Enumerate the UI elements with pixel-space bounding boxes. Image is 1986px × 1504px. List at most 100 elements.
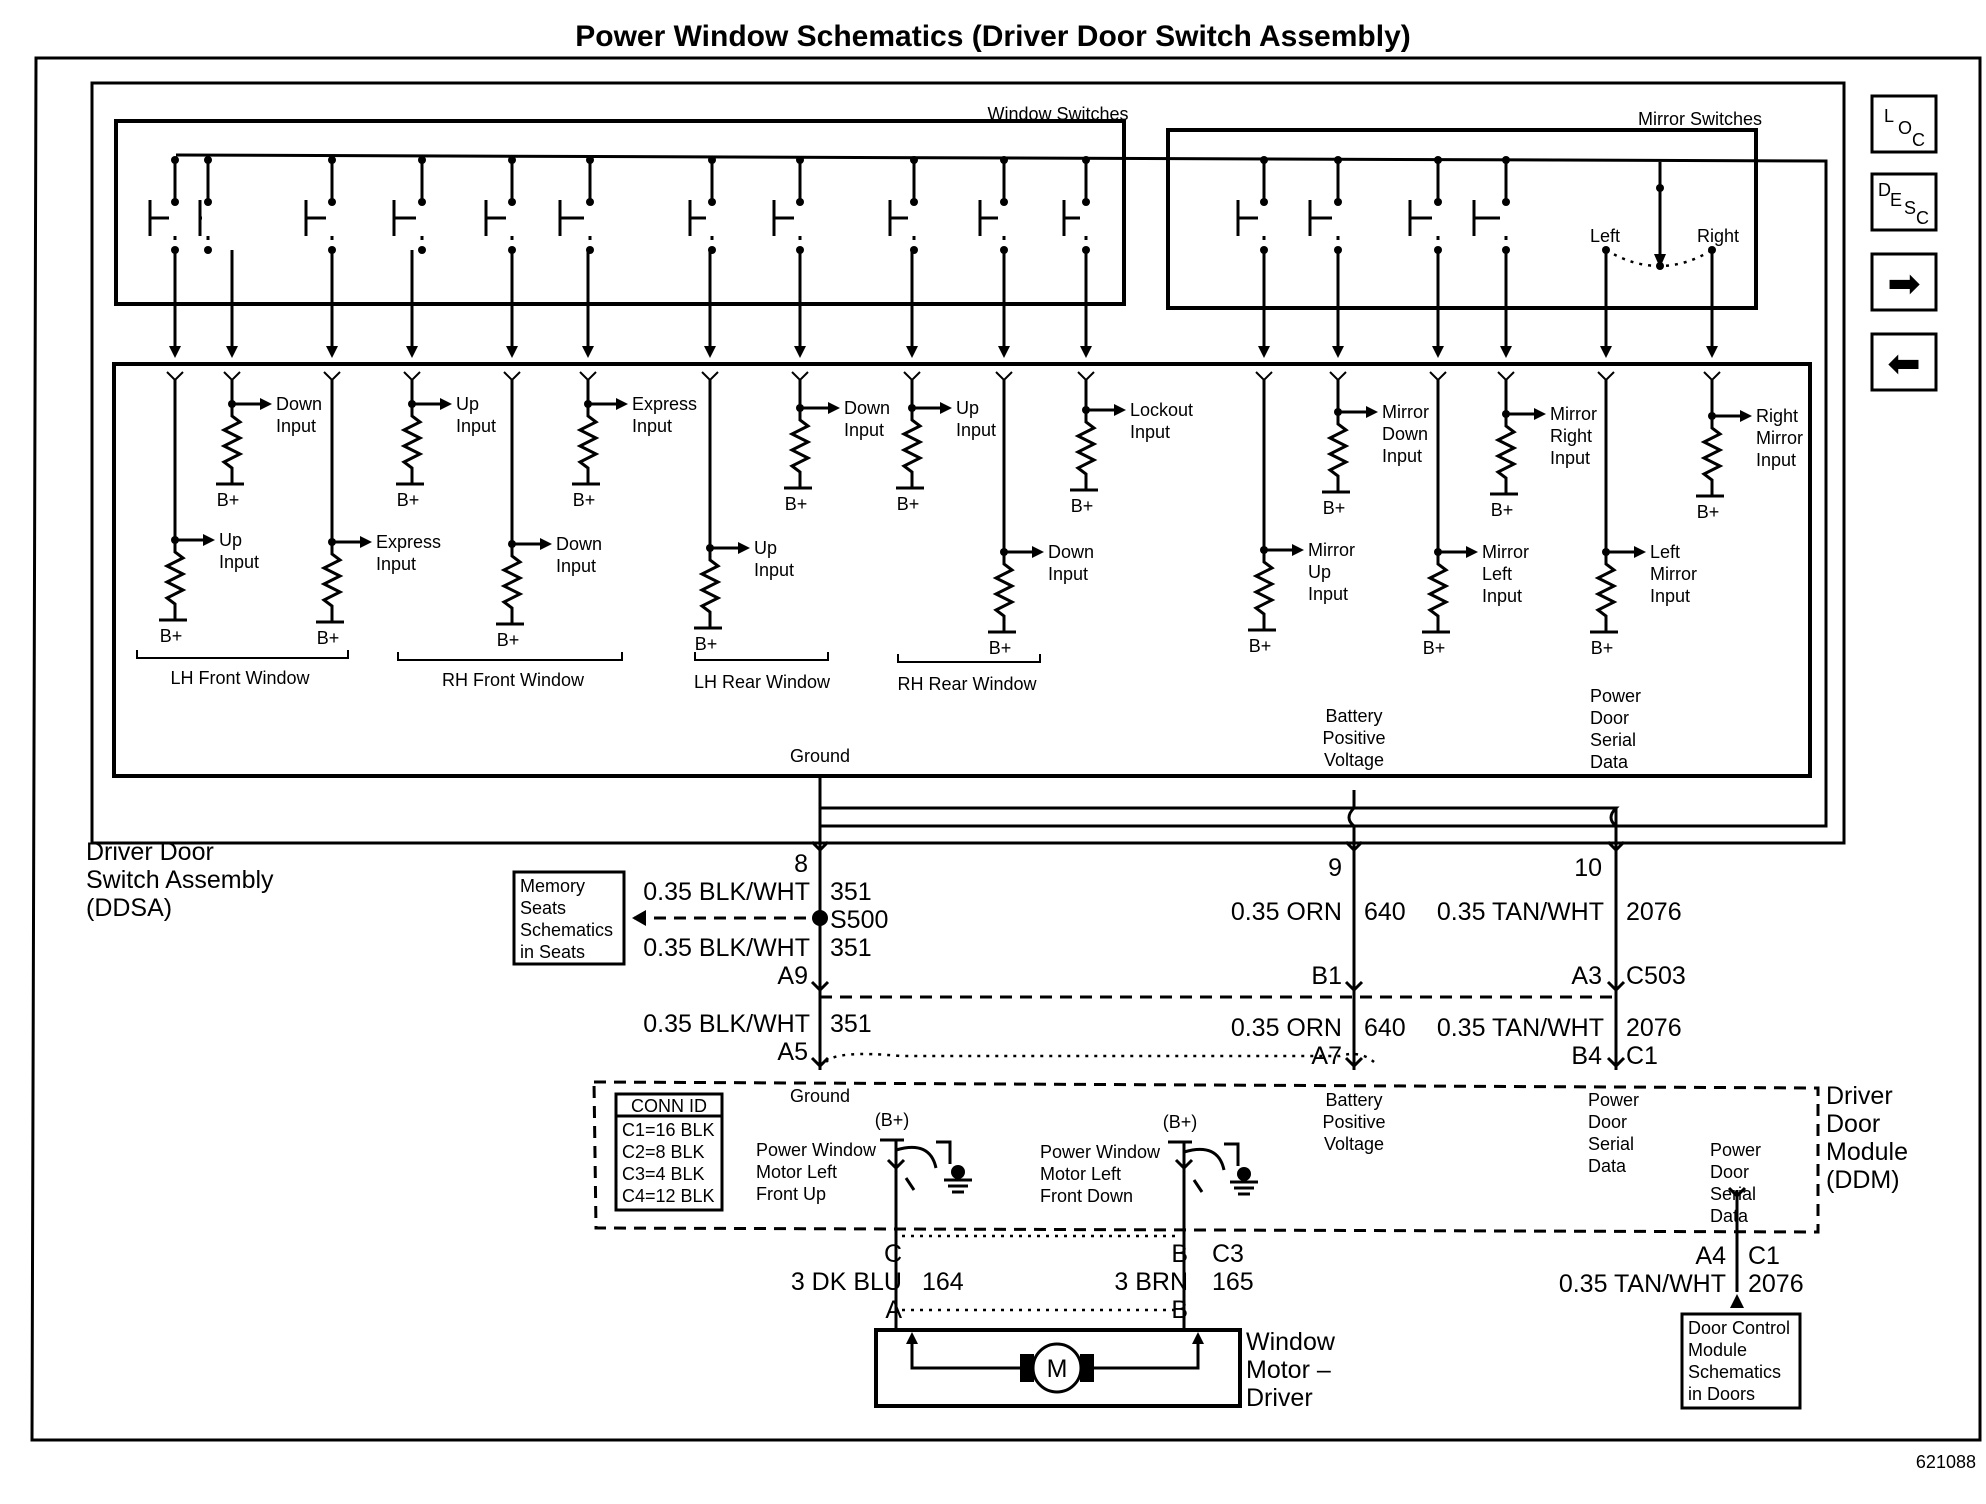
orn-circuit-2: 640 xyxy=(1364,1014,1406,1042)
input-label-9: Up xyxy=(956,398,979,418)
switch-contact-8 xyxy=(772,200,794,236)
svg-text:Voltage: Voltage xyxy=(1324,1134,1384,1154)
window-switches-box xyxy=(114,119,1126,306)
connector-c1: C1 xyxy=(1626,1042,1658,1070)
b-plus-label: B+ xyxy=(1591,638,1614,658)
pin-c: C xyxy=(884,1240,902,1268)
input-label-13: Down xyxy=(1382,424,1428,444)
b-plus-label: B+ xyxy=(1323,498,1346,518)
orn-wire-label-1: 0.35 ORN xyxy=(1231,898,1342,926)
connector-terminal-2 xyxy=(1344,840,1364,853)
svg-text:C2=8 BLK: C2=8 BLK xyxy=(622,1142,705,1162)
b-plus-label: B+ xyxy=(497,630,520,650)
group-rh-rear: RH Rear Window xyxy=(897,674,1037,694)
tan-circuit-2: 2076 xyxy=(1626,1014,1682,1042)
svg-text:S: S xyxy=(1904,198,1916,218)
pin-a4: A4 xyxy=(1695,1242,1726,1270)
input-label-1: Input xyxy=(219,552,259,572)
motor-icon xyxy=(1031,1342,1083,1394)
input-label-6: Input xyxy=(632,416,672,436)
b-plus-label: B+ xyxy=(573,490,596,510)
conn-id-table: CONN ID C1=16 BLK C2=8 BLK C3=4 BLK C4=1… xyxy=(614,1092,724,1212)
connector-terminal-7 xyxy=(810,1056,830,1069)
pin-8: 8 xyxy=(794,850,808,878)
door-control-reference[interactable]: Door Control Module Schematics in Doors xyxy=(1680,1312,1802,1410)
figure-id: 621088 xyxy=(1916,1452,1976,1472)
pull-up-resistors: B+B+B+B+B+B+B+B+B+B+B+B+B+B+B+B+B+ xyxy=(159,380,1752,658)
ddm-ground-label: Ground xyxy=(790,1086,850,1106)
switch-contact-6 xyxy=(558,200,584,236)
ddsa-battery-label: Battery Positive Voltage xyxy=(1322,706,1385,770)
pin-a9: A9 xyxy=(777,962,808,990)
svg-text:Door: Door xyxy=(1710,1162,1749,1182)
svg-text:Door: Door xyxy=(1826,1110,1880,1138)
svg-text:Battery: Battery xyxy=(1325,1090,1382,1110)
input-label-14: Mirror xyxy=(1482,542,1529,562)
svg-text:in Doors: in Doors xyxy=(1688,1384,1755,1404)
input-label-13: Input xyxy=(1382,446,1422,466)
pull-up-resistor-5: B+ xyxy=(496,380,552,650)
tan-circuit-3: 2076 xyxy=(1748,1270,1804,1298)
prev-button[interactable]: ⬅ xyxy=(1870,332,1938,392)
svg-text:Serial: Serial xyxy=(1588,1134,1634,1154)
ground-circuit-1: 351 xyxy=(830,878,872,906)
next-button[interactable]: ➡ xyxy=(1870,252,1938,312)
svg-text:Module: Module xyxy=(1688,1340,1747,1360)
input-label-5: Down xyxy=(556,534,602,554)
connector-c503: C503 xyxy=(1626,962,1686,990)
pull-up-resistor-1: B+ xyxy=(159,380,215,646)
b-plus-label: B+ xyxy=(695,634,718,654)
pull-up-resistor-14: B+ xyxy=(1422,380,1478,658)
svg-text:C: C xyxy=(1916,208,1929,228)
input-label-14: Left xyxy=(1482,564,1512,584)
tan-wire-label-3: 0.35 TAN/WHT xyxy=(1559,1270,1726,1298)
input-label-9: Input xyxy=(956,420,996,440)
switch-contact-2 xyxy=(198,200,202,236)
input-label-7: Input xyxy=(754,560,794,580)
svg-text:(DDM): (DDM) xyxy=(1826,1166,1900,1194)
desc-button[interactable]: D E S C xyxy=(1870,172,1938,232)
svg-text:Data: Data xyxy=(1590,752,1629,772)
blu-circuit: 164 xyxy=(922,1268,964,1296)
svg-text:Battery: Battery xyxy=(1325,706,1382,726)
pull-up-resistor-17: B+ xyxy=(1696,380,1752,522)
svg-text:Voltage: Voltage xyxy=(1324,750,1384,770)
svg-text:Positive: Positive xyxy=(1322,728,1385,748)
input-label-12: Mirror xyxy=(1308,540,1355,560)
pin-b1: B1 xyxy=(1311,962,1342,990)
ground-circuit-3: 351 xyxy=(830,1010,872,1038)
svg-text:Door: Door xyxy=(1590,708,1629,728)
connector-terminal-12 xyxy=(1727,1186,1747,1199)
pin-a3: A3 xyxy=(1571,962,1602,990)
svg-text:CONN ID: CONN ID xyxy=(631,1096,707,1116)
switch-contact-10 xyxy=(978,200,998,236)
window-motor: M xyxy=(874,1328,1242,1408)
pull-up-resistor-10: B+ xyxy=(988,380,1044,658)
switch-contact-7 xyxy=(688,200,706,236)
input-label-10: Input xyxy=(1048,564,1088,584)
connector-terminal-9 xyxy=(1606,1056,1626,1069)
ground-circuit-2: 351 xyxy=(830,934,872,962)
memory-seats-reference[interactable]: Memory Seats Schematics in Seats xyxy=(512,870,626,966)
b-plus-label: B+ xyxy=(1249,636,1272,656)
pin-b: B xyxy=(1171,1240,1188,1268)
input-label-4: Up xyxy=(456,394,479,414)
relay-front-down: (B+) Power Window Motor Left Front Down xyxy=(1040,1112,1258,1206)
svg-text:C4=12 BLK: C4=12 BLK xyxy=(622,1186,715,1206)
ddsa-name-1: Driver Door xyxy=(86,838,214,866)
svg-text:Power: Power xyxy=(1588,1090,1639,1110)
b-plus-label: B+ xyxy=(397,490,420,510)
relay-front-up: (B+) Power Window Motor Left Front Up xyxy=(756,1110,972,1204)
loc-button[interactable]: L O C xyxy=(1870,94,1938,154)
svg-text:Motor –: Motor – xyxy=(1246,1356,1331,1384)
input-label-6: Express xyxy=(632,394,697,414)
input-label-15: Input xyxy=(1550,448,1590,468)
connector-c1-line xyxy=(825,1052,1375,1063)
connector-c3: C3 xyxy=(1212,1240,1244,1268)
ddsa-module-box xyxy=(112,362,1812,778)
mirror-switches-label: Mirror Switches xyxy=(1638,109,1762,129)
arrow-right-icon: ➡ xyxy=(1887,262,1921,306)
svg-text:Power: Power xyxy=(1710,1140,1761,1160)
ddsa-output-wiring xyxy=(818,776,1620,848)
svg-text:Data: Data xyxy=(1588,1156,1627,1176)
